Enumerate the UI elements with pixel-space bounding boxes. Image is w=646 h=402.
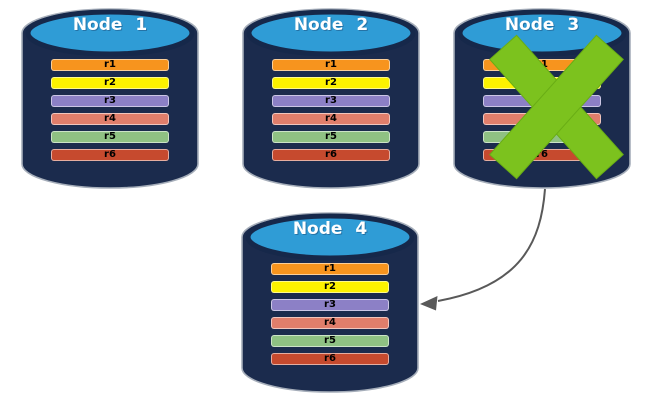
node-title: Node 2 <box>293 15 369 35</box>
db-node-3: Node 3 r1 r2 r3 r4 r5 r6 <box>452 0 632 190</box>
node-title: Node 3 <box>504 15 580 35</box>
row-stack: r1 r2 r3 r4 r5 r6 <box>272 59 390 167</box>
failure-x-icon <box>489 34 624 180</box>
row-r4: r4 <box>272 113 390 125</box>
node-title: Node 4 <box>292 219 368 239</box>
row-r6: r6 <box>271 353 389 365</box>
row-stack: r1 r2 r3 r4 r5 r6 <box>51 59 169 167</box>
row-r5: r5 <box>272 131 390 143</box>
db-node-4: Node 4 r1 r2 r3 r4 r5 r6 <box>240 204 420 394</box>
row-r1: r1 <box>271 263 389 275</box>
row-r6: r6 <box>272 149 390 161</box>
row-r2: r2 <box>51 77 169 89</box>
row-stack: r1 r2 r3 r4 r5 r6 <box>271 263 389 371</box>
row-r6: r6 <box>51 149 169 161</box>
row-r2: r2 <box>272 77 390 89</box>
failover-arrowhead-icon <box>420 296 438 311</box>
row-r1: r1 <box>51 59 169 71</box>
row-r2: r2 <box>271 281 389 293</box>
db-node-1: Node 1 r1 r2 r3 r4 r5 r6 <box>20 0 200 190</box>
row-r1: r1 <box>272 59 390 71</box>
db-node-2: Node 2 r1 r2 r3 r4 r5 r6 <box>241 0 421 190</box>
row-r3: r3 <box>271 299 389 311</box>
row-r3: r3 <box>51 95 169 107</box>
row-r4: r4 <box>51 113 169 125</box>
row-r5: r5 <box>51 131 169 143</box>
row-r5: r5 <box>271 335 389 347</box>
failover-arrow-curve <box>437 188 546 302</box>
row-r4: r4 <box>271 317 389 329</box>
row-r3: r3 <box>272 95 390 107</box>
node-title: Node 1 <box>72 15 148 35</box>
